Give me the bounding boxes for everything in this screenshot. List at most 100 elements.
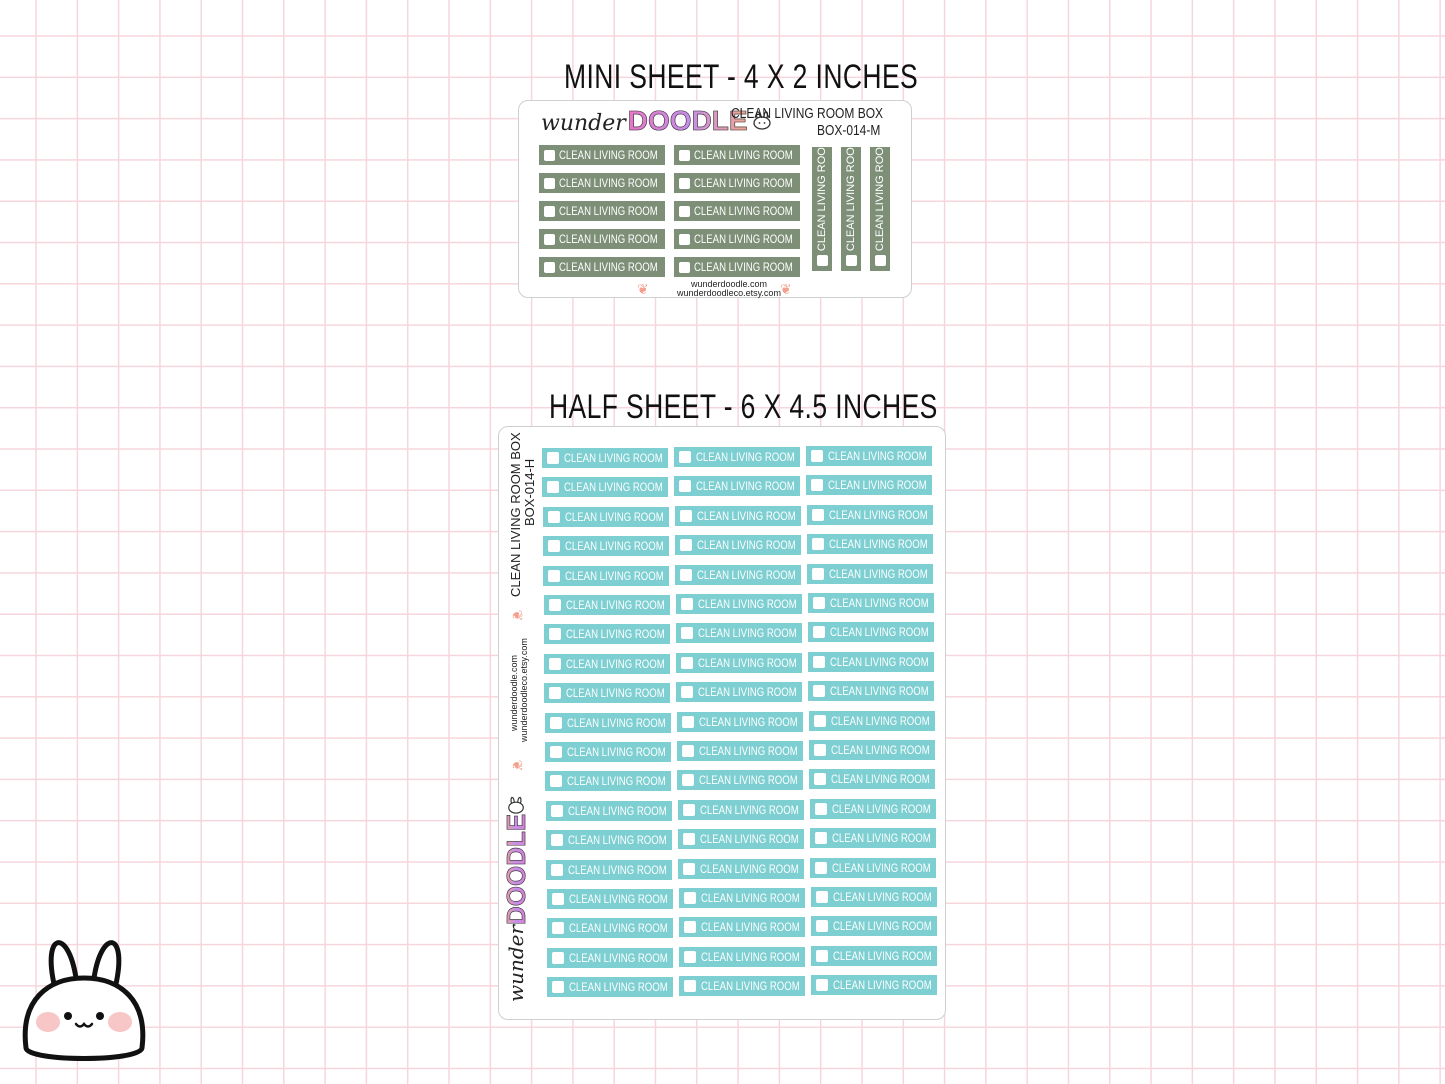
checkbox-icon xyxy=(679,451,691,463)
checkbox-icon xyxy=(549,716,562,729)
label-text: CLEAN LIVING ROOM xyxy=(564,539,664,554)
leaf-sprig-icon: ❦ xyxy=(780,281,792,297)
checkbox-icon xyxy=(551,863,564,876)
checkbox-icon xyxy=(544,261,555,273)
sticker-label: CLEAN LIVING ROOM xyxy=(807,622,934,643)
label-text: CLEAN LIVING ROOM xyxy=(700,861,799,876)
checkbox-icon xyxy=(814,802,827,815)
brand-wunder-text: wunder xyxy=(504,924,528,1002)
sticker-label: CLEAN LIVING ROOM xyxy=(810,916,937,937)
checkbox-icon xyxy=(815,861,828,874)
checkbox-icon xyxy=(814,773,827,786)
sticker-label: CLEAN LIVING ROOM xyxy=(546,889,673,909)
label-text: CLEAN LIVING ROOM xyxy=(565,568,664,583)
mini-brand-logo: wunder DOODLE xyxy=(541,105,773,137)
sticker-label: CLEAN LIVING ROOM xyxy=(544,712,671,733)
vertical-sticker-label: CLEAN LIVING ROOM xyxy=(812,147,832,271)
label-text: CLEAN LIVING ROOM xyxy=(698,685,798,700)
checkbox-icon xyxy=(680,627,693,640)
sticker-label: CLEAN LIVING ROOM xyxy=(809,798,936,819)
sticker-label: CLEAN LIVING ROOM xyxy=(547,947,674,968)
sticker-label: CLEAN LIVING ROOM xyxy=(810,857,937,878)
sticker-label: CLEAN LIVING ROOM xyxy=(678,858,805,879)
sticker-label: CLEAN LIVING ROOM xyxy=(539,173,665,193)
label-text: CLEAN LIVING ROOM xyxy=(829,596,929,610)
sticker-label: CLEAN LIVING ROOM xyxy=(677,770,804,791)
label-text: CLEAN LIVING ROOM xyxy=(830,654,929,669)
label-text: CLEAN LIVING ROOM xyxy=(829,566,928,581)
label-text: CLEAN LIVING ROOM xyxy=(567,774,666,789)
sticker-label: CLEAN LIVING ROOM xyxy=(807,593,934,613)
label-text: CLEAN LIVING ROOM xyxy=(698,655,797,670)
sticker-label: CLEAN LIVING ROOM xyxy=(542,477,669,498)
checkbox-icon xyxy=(548,628,561,641)
checkbox-icon xyxy=(548,569,561,582)
sticker-label: CLEAN LIVING ROOM xyxy=(674,173,800,193)
checkbox-icon xyxy=(845,255,857,266)
mini-sheet: wunder DOODLE CLEAN LIVING ROOM BOX BOX-… xyxy=(518,100,912,298)
label-text: CLEAN LIVING ROOM xyxy=(832,860,931,875)
checkbox-icon xyxy=(816,255,828,266)
label-text: CLEAN LIVING ROOM xyxy=(559,148,658,162)
sticker-label: CLEAN LIVING ROOM xyxy=(542,506,669,527)
sticker-label: CLEAN LIVING ROOM xyxy=(809,740,935,760)
half-brand-logo: wunder DOODLE xyxy=(501,796,532,1002)
label-text: CLEAN LIVING ROOM xyxy=(831,831,931,846)
label-text: CLEAN LIVING ROOM xyxy=(874,147,886,251)
mini-title-line2: BOX-014-M xyxy=(817,122,881,139)
label-text: CLEAN LIVING ROOM xyxy=(697,626,797,641)
sticker-label: CLEAN LIVING ROOM xyxy=(544,653,671,674)
label-text: CLEAN LIVING ROOM xyxy=(832,890,932,904)
mini-url2: wunderdoodleco.etsy.com xyxy=(677,288,781,298)
half-title-line1: CLEAN LIVING ROOM BOX xyxy=(508,432,523,597)
checkbox-icon xyxy=(544,149,555,161)
sticker-label: CLEAN LIVING ROOM xyxy=(674,145,800,165)
label-text: CLEAN LIVING ROOM xyxy=(568,862,667,877)
checkbox-icon xyxy=(549,687,562,700)
sticker-label: CLEAN LIVING ROOM xyxy=(547,977,674,998)
sticker-label: CLEAN LIVING ROOM xyxy=(806,446,932,466)
sticker-label: CLEAN LIVING ROOM xyxy=(674,257,800,277)
label-text: CLEAN LIVING ROOM xyxy=(696,508,796,523)
label-text: CLEAN LIVING ROOM xyxy=(564,480,663,495)
half-url2: wunderdoodleco.etsy.com xyxy=(519,638,529,742)
label-text: CLEAN LIVING ROOM xyxy=(700,891,800,905)
label-text: CLEAN LIVING ROOM xyxy=(699,802,799,817)
sticker-label: CLEAN LIVING ROOM xyxy=(675,594,802,614)
sticker-label: CLEAN LIVING ROOM xyxy=(809,769,936,790)
label-text: CLEAN LIVING ROOM xyxy=(559,204,658,218)
sticker-label: CLEAN LIVING ROOM xyxy=(810,887,937,907)
sticker-label: CLEAN LIVING ROOM xyxy=(674,447,800,467)
sticker-label: CLEAN LIVING ROOM xyxy=(677,799,804,820)
checkbox-icon xyxy=(811,538,824,551)
sticker-label: CLEAN LIVING ROOM xyxy=(546,859,673,880)
sticker-label: CLEAN LIVING ROOM xyxy=(679,976,806,997)
checkbox-icon xyxy=(812,597,825,609)
checkbox-icon xyxy=(552,951,565,964)
sticker-label: CLEAN LIVING ROOM xyxy=(675,623,802,644)
checkbox-icon xyxy=(551,922,564,935)
sticker-label: CLEAN LIVING ROOM xyxy=(678,917,805,938)
label-text: CLEAN LIVING ROOM xyxy=(559,176,658,190)
sticker-label: CLEAN LIVING ROOM xyxy=(806,475,933,496)
sticker-label: CLEAN LIVING ROOM xyxy=(807,563,934,584)
checkbox-icon xyxy=(679,205,690,217)
label-text: CLEAN LIVING ROOM xyxy=(830,713,930,728)
sticker-label: CLEAN LIVING ROOM xyxy=(539,145,665,165)
leaf-sprig-icon: ❦ xyxy=(637,281,649,297)
half-title-line2: BOX-014-H xyxy=(522,458,537,526)
label-text: CLEAN LIVING ROOM xyxy=(830,684,930,699)
checkbox-icon xyxy=(680,598,693,610)
half-url1: wunderdoodle.com xyxy=(509,654,519,732)
label-text: CLEAN LIVING ROOM xyxy=(699,773,798,788)
checkbox-icon xyxy=(683,892,696,904)
label-text: CLEAN LIVING ROOM xyxy=(694,148,793,162)
checkbox-icon xyxy=(815,891,828,903)
label-text: CLEAN LIVING ROOM xyxy=(568,892,668,906)
checkbox-icon xyxy=(550,746,562,758)
sticker-label: CLEAN LIVING ROOM xyxy=(809,828,936,849)
label-text: CLEAN LIVING ROOM xyxy=(833,948,932,963)
label-text: CLEAN LIVING ROOM xyxy=(567,833,667,848)
checkbox-icon xyxy=(813,655,826,668)
label-text: CLEAN LIVING ROOM xyxy=(845,147,857,251)
